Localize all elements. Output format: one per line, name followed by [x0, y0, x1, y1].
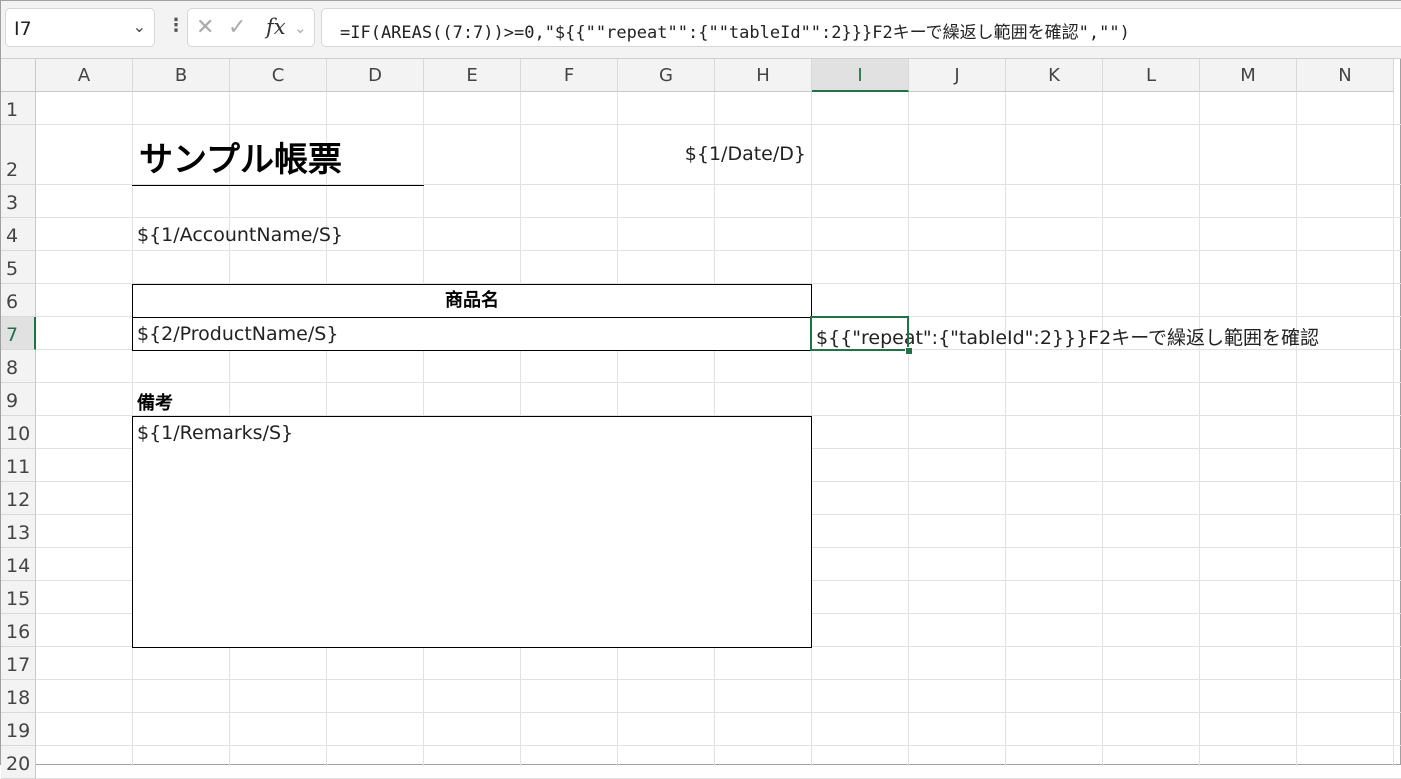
row-header-5[interactable]: 5 — [1, 251, 36, 284]
gridline-horizontal — [36, 124, 1401, 125]
column-header-A[interactable]: A — [36, 59, 133, 92]
chevron-down-icon[interactable]: ⌄ — [132, 17, 146, 36]
x-icon[interactable]: ✕ — [196, 15, 215, 40]
row-header-11[interactable]: 11 — [1, 449, 36, 482]
row-header-19[interactable]: 19 — [1, 713, 36, 746]
formula-toolbar: I7 ⌄ ⋮ ✕ ✓ fx ⌄ =IF(AREAS((7:7))>=0,"${{… — [1, 1, 1401, 59]
name-box[interactable]: I7 ⌄ — [5, 8, 155, 47]
column-header-I[interactable]: I — [812, 59, 909, 92]
select-all-button[interactable] — [1, 59, 36, 92]
row-header-13[interactable]: 13 — [1, 515, 36, 548]
row-header-18[interactable]: 18 — [1, 680, 36, 713]
gridline-horizontal — [36, 415, 1401, 416]
gridline-horizontal — [36, 382, 1401, 383]
cell-B7-product: ${2/ProductName/S} — [137, 323, 339, 345]
row-header-8[interactable]: 8 — [1, 350, 36, 383]
row-header-12[interactable]: 12 — [1, 482, 36, 515]
row-header-6[interactable]: 6 — [1, 284, 36, 317]
gridline-vertical — [1005, 92, 1006, 766]
cell-B9-remarks-label[interactable]: 備考 — [137, 393, 173, 414]
row-header-10[interactable]: 10 — [1, 416, 36, 449]
column-header-B[interactable]: B — [133, 59, 230, 92]
row-header-3[interactable]: 3 — [1, 185, 36, 218]
more-options-icon[interactable]: ⋮ — [167, 15, 185, 36]
row-header-1[interactable]: 1 — [1, 92, 36, 125]
row-header-15[interactable]: 15 — [1, 581, 36, 614]
column-header-K[interactable]: K — [1006, 59, 1103, 92]
column-header-C[interactable]: C — [230, 59, 327, 92]
column-header-E[interactable]: E — [424, 59, 521, 92]
cell-B6-header: 商品名 — [445, 290, 499, 311]
formula-buttons: ✕ ✓ fx ⌄ — [187, 8, 315, 47]
gridline-horizontal — [36, 712, 1401, 713]
gridline-horizontal — [36, 745, 1401, 746]
fill-handle[interactable] — [905, 347, 913, 355]
column-header-G[interactable]: G — [618, 59, 715, 92]
gridline-horizontal — [36, 217, 1401, 218]
row-header-2[interactable]: 2 — [1, 125, 36, 185]
product-name-cell[interactable]: ${2/ProductName/S} — [132, 317, 812, 351]
gridline-vertical — [908, 92, 909, 766]
cell-B2-title[interactable]: サンプル帳票 — [139, 140, 342, 180]
name-box-value: I7 — [14, 18, 32, 40]
title-underline — [132, 185, 424, 186]
chevron-down-icon[interactable]: ⌄ — [294, 19, 307, 37]
gridline-horizontal — [36, 184, 1401, 185]
row-header-14[interactable]: 14 — [1, 548, 36, 581]
column-header-H[interactable]: H — [715, 59, 812, 92]
column-header-F[interactable]: F — [521, 59, 618, 92]
row-header-20[interactable]: 20 — [1, 746, 36, 779]
cell-B10-remarks: ${1/Remarks/S} — [137, 422, 294, 444]
row-header-7[interactable]: 7 — [1, 317, 36, 350]
remarks-cell[interactable]: ${1/Remarks/S} — [132, 416, 812, 648]
gridline-vertical — [1199, 92, 1200, 766]
gridline-horizontal — [36, 283, 1401, 284]
cell-H2-date[interactable]: ${1/Date/D} — [684, 143, 806, 165]
column-header-D[interactable]: D — [327, 59, 424, 92]
formula-text: =IF(AREAS((7:7))>=0,"${{""repeat"":{""ta… — [340, 23, 1130, 43]
column-header-L[interactable]: L — [1103, 59, 1200, 92]
cell-I7-repeat[interactable]: ${{"repeat":{"tableId":2}}}F2キーで繰返し範囲を確認 — [816, 327, 1320, 349]
row-header-9[interactable]: 9 — [1, 383, 36, 416]
gridline-horizontal — [36, 250, 1401, 251]
selected-cell-outline — [810, 316, 909, 351]
cell-B4-account[interactable]: ${1/AccountName/S} — [137, 224, 343, 246]
fx-icon[interactable]: fx — [266, 15, 286, 39]
formula-input[interactable]: =IF(AREAS((7:7))>=0,"${{""repeat"":{""ta… — [321, 8, 1401, 47]
gridline-vertical — [1296, 92, 1297, 766]
row-header-16[interactable]: 16 — [1, 614, 36, 647]
gridline-vertical — [1393, 92, 1394, 766]
row-header-4[interactable]: 4 — [1, 218, 36, 251]
column-header-N[interactable]: N — [1297, 59, 1394, 92]
column-header-M[interactable]: M — [1200, 59, 1297, 92]
product-header-cell[interactable]: 商品名 — [132, 284, 812, 318]
column-header-J[interactable]: J — [909, 59, 1006, 92]
row-header-17[interactable]: 17 — [1, 647, 36, 680]
gridline-vertical — [1102, 92, 1103, 766]
gridline-horizontal — [36, 679, 1401, 680]
check-icon[interactable]: ✓ — [228, 15, 247, 40]
